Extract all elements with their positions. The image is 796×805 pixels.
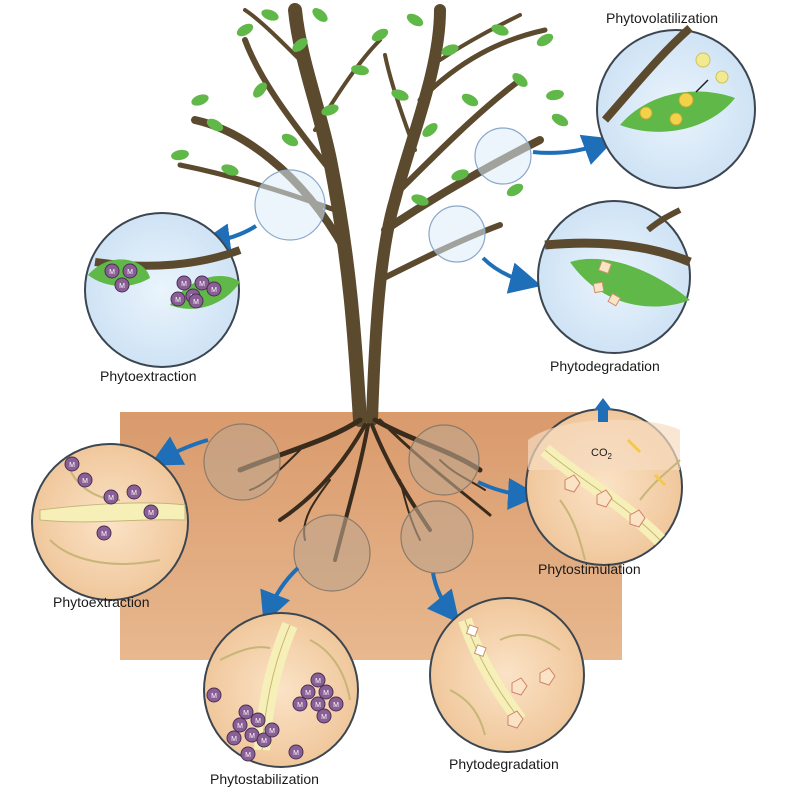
metal-ion [292,696,308,712]
metal-ion-label: M [231,736,237,743]
metal-ion [206,687,222,703]
metal-ion-label: M [315,702,321,709]
bubble-phytoextraction-soil [31,443,189,601]
label-phytostimulation: Phytostimulation [538,561,641,577]
metal-ion-label: M [109,269,115,276]
soil-zoom-markers [203,423,480,592]
metal-ion [240,746,256,762]
label-phytostabilization: Phytostabilization [210,771,319,787]
metal-ion-label: M [243,710,249,717]
tree [177,3,548,427]
metal-ions: MMMMMMMMMMMMMMMMMMMMMMMMMMMMMMMM [64,263,344,762]
metal-ion [300,684,316,700]
metal-ion [122,263,138,279]
label-phytodegradation-soil: Phytodegradation [449,756,559,772]
metal-ion-label: M [321,714,327,721]
metal-ion-label: M [269,728,275,735]
metal-ion [96,525,112,541]
label-phytodegradation-top: Phytodegradation [550,358,660,374]
metal-ion [126,484,142,500]
metal-ion [232,717,248,733]
metal-ion [194,275,210,291]
metal-ion [256,732,272,748]
metal-ion-label: M [108,495,114,502]
metal-ion [176,275,192,291]
metal-ion [318,684,334,700]
bubble-phytostabilization [203,612,359,768]
metal-ion [328,696,344,712]
metal-ion-label: M [261,738,267,745]
metal-ion-label: M [69,462,75,469]
metal-ion [114,277,130,293]
metal-ion [238,704,254,720]
metal-ion-label: M [193,299,199,306]
metal-ion-label: M [148,510,154,517]
metal-ion-label: M [82,478,88,485]
metal-ion [143,504,159,520]
metal-ion-label: M [333,702,339,709]
metal-ion-label: M [199,281,205,288]
bubble-phytovolatilization [596,25,756,189]
metal-ion-label: M [175,297,181,304]
bubble-phytostimulation [525,398,683,566]
metal-ion-label: M [293,750,299,757]
co2-label: CO2 [591,447,613,461]
arrows [149,134,616,625]
metal-ion-label: M [211,693,217,700]
label-phytoextraction-top: Phytoextraction [100,368,197,384]
metal-ion [188,293,204,309]
metal-ion-label: M [255,718,261,725]
metal-ion-label: M [315,678,321,685]
metal-ion-label: M [305,690,311,697]
metal-ion-label: M [323,690,329,697]
metal-ion-label: M [131,490,137,497]
metal-ion [103,489,119,505]
metal-ion [170,291,186,307]
metal-ion [226,730,242,746]
metal-ion [104,263,120,279]
metal-ion [310,672,326,688]
metal-ion [316,708,332,724]
metal-ion [288,744,304,760]
metal-ion-label: M [119,283,125,290]
bubble-phytodegradation-top [537,200,692,354]
metal-ion [206,281,222,297]
metal-ion [64,456,80,472]
metal-ion-label: M [249,733,255,740]
metal-ion-label: M [211,287,217,294]
bubble-phytodegradation-soil [429,597,585,753]
metal-ion-label: M [245,752,251,759]
leaves [171,8,569,206]
metal-ion-label: M [181,281,187,288]
zoom-markers [254,127,532,263]
metal-ion [310,696,326,712]
metal-ion-label: M [237,723,243,730]
metal-ion-label: M [127,269,133,276]
metal-ion [77,472,93,488]
metal-ion [264,722,280,738]
label-phytoextraction-soil: Phytoextraction [53,594,150,610]
label-phytovolatilization: Phytovolatilization [606,10,719,26]
metal-ion [250,712,266,728]
metal-ion-label: M [101,531,107,538]
metal-ion-label: M [297,702,303,709]
